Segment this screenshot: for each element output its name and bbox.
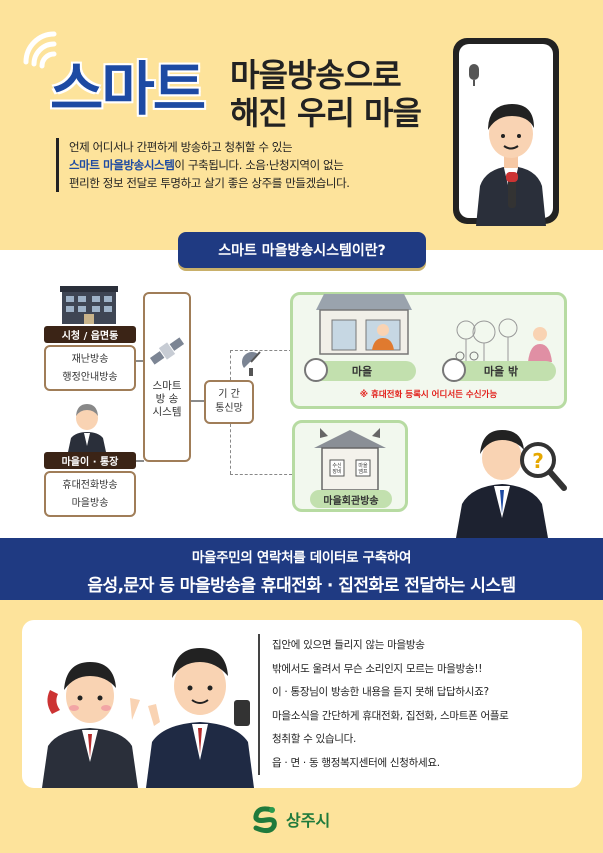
section-badge: 스마트 마을방송시스템이란? [178,232,426,268]
satellite-icon [149,337,185,365]
intro-text: 언제 어디서나 간편하게 방송하고 청취할 수 있는 스마트 마을방송시스템이 … [56,138,426,192]
announcer-illustration [476,104,546,226]
summary-band: 마을주민의 연락처를 데이터로 구축하여 음성,문자 등 마을방송을 휴대전화 … [0,538,603,600]
village-in-label: 마을 [351,365,373,378]
title-highlight: 스마트 [50,55,206,123]
connector [191,400,205,402]
dashed-connector [230,350,231,380]
logo-text: 상주시 [286,811,331,830]
info-line: 마을소식을 간단하게 휴대전화, 집전화, 스마트폰 어플로 [272,709,509,722]
village-head-broadcast-2: 마을방송 [71,498,109,509]
outdoor-scene-illustration [455,318,552,362]
summary-line-2: 음성,문자 등 마을방송을 휴대전화 · 집전화로 전달하는 시스템 [87,576,516,596]
backbone-network-box: 기 간 통신망 [204,380,254,424]
thinking-man-magnifier-illustration: ? [456,430,567,538]
dashed-connector [230,424,231,474]
intro-highlight: 스마트 마을방송시스템 [69,158,175,172]
label-village-head: 마을이 · 통장 [44,452,136,469]
antenna-icon [242,351,261,376]
pill-village-in: 마을 [304,358,416,382]
dashed-connector [230,350,292,351]
village-head-broadcast-box: 휴대전화방송 마을방송 [44,471,136,517]
connector [136,360,144,362]
village-out-label: 마을 밖 [483,365,519,378]
telephone-icon [304,358,328,382]
reception-note: ※ 휴대전화 등록시 어디서든 수신가능 [359,390,498,400]
label-city-hall: 시청 / 읍면동 [44,326,136,343]
city-hall-broadcast-2: 행정안내방송 [62,372,118,383]
svg-text:마을: 마을 [358,462,368,469]
dashed-connector [230,474,292,475]
intro-line-2-rest: 이 구축됩니다. 소음·난청지역이 없는 [174,158,344,172]
network-label-1: 기 간 [218,389,240,400]
title-line-2: 해진 우리 마을 [230,94,422,132]
info-line: 밖에서도 울려서 무슨 소리인지 모르는 마을방송!! [272,662,483,675]
village-hall-illustration: 수신 장비 마을 앰프 [314,428,386,490]
city-hall-broadcast-box: 재난방송 행정안내방송 [44,345,136,391]
city-hall-icon [60,286,118,324]
system-label-2: 방 송 [155,393,179,405]
info-line: 읍 · 면 · 동 행정복지센터에 신청하세요. [272,756,440,769]
network-label-2: 통신망 [215,403,243,414]
smart-broadcast-system-label: 스마트 방 송 시스템 [143,380,191,419]
info-line: 집안에 있으면 들리지 않는 마을방송 [272,639,425,651]
house-illustration [316,294,412,355]
intro-line-2: 스마트 마을방송시스템이 구축됩니다. 소음·난청지역이 없는 [69,156,426,174]
svg-text:앰프: 앰프 [358,468,368,475]
man-with-smartphone-illustration [146,648,254,788]
broadcast-signal-icon [23,31,57,69]
system-label-1: 스마트 [152,380,182,392]
info-line: 청취할 수 있습니다. [272,733,356,745]
info-card-text: 집안에 있으면 들리지 않는 마을방송 밖에서도 울려서 무슨 소리인지 모르는… [258,634,568,775]
svg-text:수신: 수신 [332,462,342,469]
system-label-3: 시스템 [152,406,182,418]
info-line: 이 · 통장님이 방송한 내용을 듣지 못해 답답하시죠? [272,686,489,698]
village-head-broadcast-1: 휴대전화방송 [62,480,118,491]
microphone-icon [469,64,479,80]
pill-village-hall: 마을회관방송 [310,490,392,508]
smart-broadcast-system-box [143,292,191,462]
village-head-icon [68,404,106,452]
svg-text:장비: 장비 [332,468,341,475]
summary-line-1: 마을주민의 연락처를 데이터로 구축하여 [191,550,412,566]
intro-line-1: 언제 어디서나 간편하게 방송하고 청취할 수 있는 [69,140,293,154]
title-line-1: 마을방송으로 [230,56,402,94]
svg-text:?: ? [532,449,544,473]
city-hall-broadcast-1: 재난방송 [71,354,109,365]
pill-village-out: 마을 밖 [442,358,556,382]
sangju-city-logo: 상주시 [250,804,330,834]
intro-line-3: 편리한 정보 전달로 투명하고 살기 좋은 상주를 만들겠습니다. [69,176,350,190]
sangju-emblem-icon [253,806,277,834]
mobile-phone-icon [442,358,466,382]
man-on-phone-illustration [42,662,140,788]
connector [136,460,144,462]
